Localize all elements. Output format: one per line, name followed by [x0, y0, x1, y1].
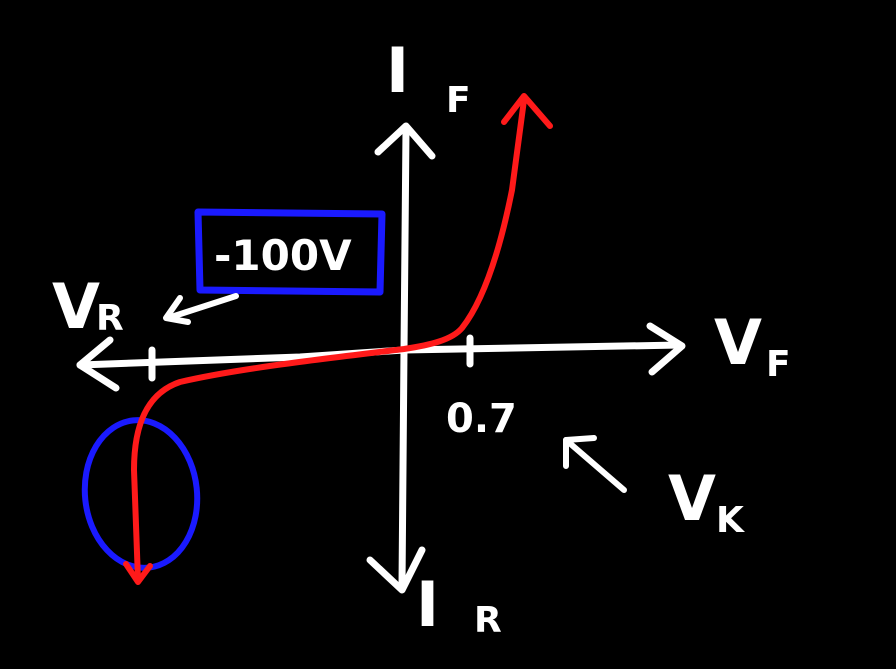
y-axis-line — [398, 126, 410, 589]
label-vf-main: V — [714, 306, 762, 379]
breakdown-pointer-arrow — [163, 293, 239, 325]
knee-pointer-head — [563, 435, 597, 469]
label-if-sub: F — [446, 80, 471, 121]
label-vk-main: V — [668, 462, 716, 535]
label-vr-sub: R — [96, 298, 124, 339]
knee-pointer-shaft — [563, 437, 627, 493]
label-vk-sub: K — [716, 500, 745, 541]
knee-pointer-arrow — [563, 435, 627, 493]
breakdown-pointer-head — [163, 295, 191, 325]
y-axis-bottom-arrowhead — [366, 546, 426, 594]
breakdown-pointer-shaft — [165, 293, 239, 321]
iv-curve-line — [131, 97, 527, 583]
label-ir: I R — [416, 568, 502, 641]
label-ir-sub: R — [474, 600, 502, 641]
label-if: I F — [386, 34, 471, 121]
label-ir-main: I — [416, 568, 439, 641]
label-vk: V K — [668, 462, 745, 541]
breakdown-voltage-box: -100V — [194, 208, 386, 296]
breakdown-box-outline — [194, 208, 386, 296]
iv-curve-bottom-arrowhead — [123, 561, 153, 585]
breakdown-voltage-text: -100V — [214, 231, 352, 280]
iv-curve-top-arrowhead — [501, 93, 553, 129]
iv-curve — [123, 93, 553, 585]
knee-voltage-value: 0.7 — [446, 396, 517, 442]
label-if-main: I — [386, 34, 409, 107]
label-vf: V F — [714, 306, 791, 385]
label-vr-main: V — [52, 270, 100, 343]
x-axis-right-arrowhead — [646, 322, 686, 376]
x-axis-left-arrowhead — [76, 336, 120, 392]
label-vf-sub: F — [766, 344, 791, 385]
label-vr: V R — [52, 270, 124, 343]
y-axis-top-arrowhead — [374, 122, 436, 160]
